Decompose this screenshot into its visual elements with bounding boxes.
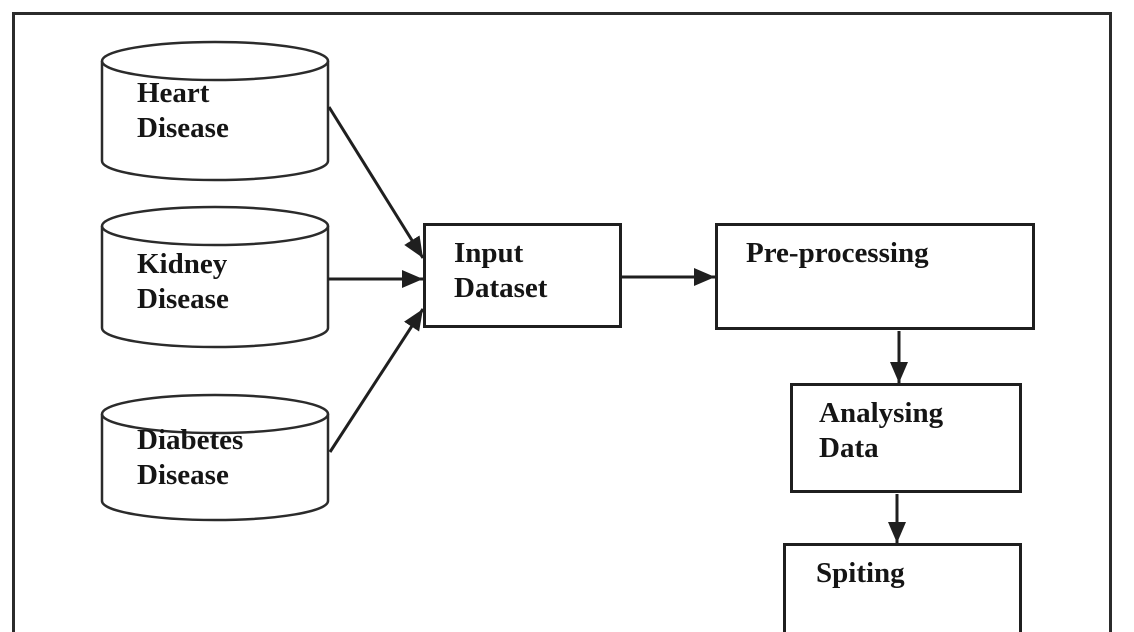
edge-diabetes-to-input-arrow — [328, 308, 425, 453]
node-spiting: Spiting — [783, 543, 1022, 632]
database-cylinder-kidney — [100, 205, 330, 349]
node-input-dataset: Input Dataset — [423, 223, 622, 328]
database-label-line: Diabetes — [137, 424, 244, 456]
database-label-diabetes-disease: Diabetes Disease — [137, 423, 243, 493]
database-label-line: Heart — [137, 77, 210, 109]
database-label-heart-disease: Heart Disease — [137, 76, 229, 146]
node-pre-processing: Pre-processing — [715, 223, 1035, 330]
node-analysing-data: Analysing Data — [790, 383, 1022, 493]
database-label-kidney-disease: Kidney Disease — [137, 247, 229, 317]
node-label-line: Analysing — [819, 397, 944, 429]
database-label-line: Kidney — [137, 248, 228, 280]
node-label-line: Pre-processing — [746, 237, 929, 269]
database-cylinder-heart — [100, 40, 330, 182]
node-label-line: Spiting — [816, 557, 905, 589]
node-label-line: Data — [819, 432, 879, 464]
outer-border — [12, 12, 1112, 632]
database-label-line: Disease — [137, 112, 229, 144]
database-label-line: Disease — [137, 283, 229, 315]
node-label-line: Dataset — [454, 272, 548, 304]
database-cylinder-diabetes — [100, 393, 330, 522]
node-label-line: Input — [454, 237, 524, 269]
edge-heart-to-input-arrow — [327, 106, 425, 259]
database-label-line: Disease — [137, 459, 229, 491]
